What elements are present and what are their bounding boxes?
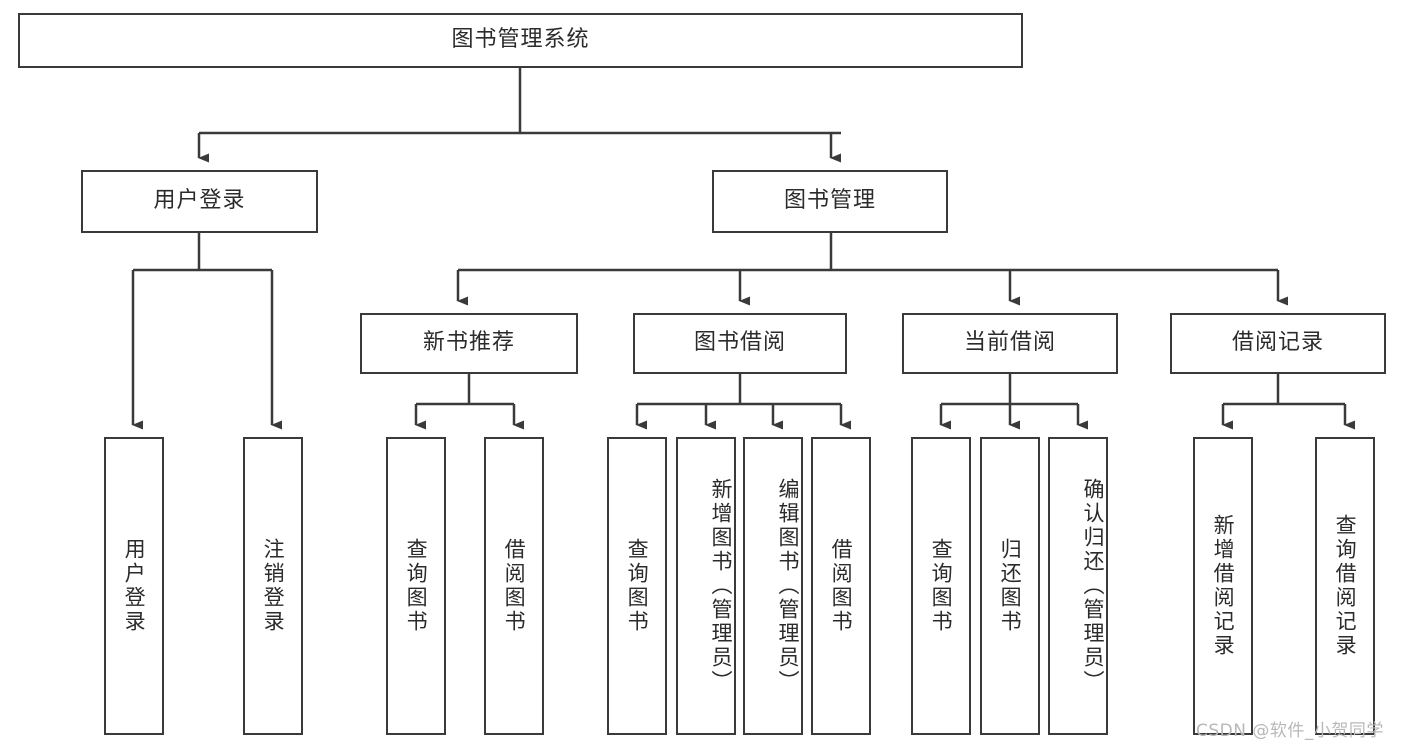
node-leaf-query-record[interactable]: 查询借阅记录 bbox=[1315, 437, 1375, 735]
node-leaf-query-book-2-label: 查询图书 bbox=[625, 538, 650, 634]
node-leaf-borrow-book-2-label: 借阅图书 bbox=[829, 538, 854, 634]
node-leaf-query-book-3-label: 查询图书 bbox=[929, 538, 954, 634]
node-leaf-logout-label: 注销登录 bbox=[261, 538, 286, 634]
node-leaf-edit-book[interactable]: 编辑图书（管理员） bbox=[743, 437, 803, 735]
node-leaf-user-login[interactable]: 用户登录 bbox=[104, 437, 164, 735]
node-leaf-add-book[interactable]: 新增图书（管理员） bbox=[676, 437, 736, 735]
node-current-borrow[interactable]: 当前借阅 bbox=[902, 313, 1118, 374]
node-leaf-query-book-3[interactable]: 查询图书 bbox=[911, 437, 971, 735]
node-book-borrow-label: 图书借阅 bbox=[693, 330, 786, 356]
node-new-book-rec-label: 新书推荐 bbox=[422, 330, 515, 356]
node-root-label: 图书管理系统 bbox=[451, 27, 590, 53]
node-leaf-confirm-return-label: 确认归还（管理员） bbox=[1081, 478, 1105, 694]
node-current-borrow-label: 当前借阅 bbox=[963, 330, 1056, 356]
node-leaf-user-login-label: 用户登录 bbox=[122, 538, 147, 634]
node-leaf-add-record[interactable]: 新增借阅记录 bbox=[1193, 437, 1253, 735]
node-leaf-logout[interactable]: 注销登录 bbox=[243, 437, 303, 735]
node-leaf-edit-book-label: 编辑图书（管理员） bbox=[776, 478, 800, 694]
node-leaf-borrow-book-1-label: 借阅图书 bbox=[502, 538, 527, 634]
node-leaf-add-record-label: 新增借阅记录 bbox=[1211, 514, 1236, 658]
node-book-borrow[interactable]: 图书借阅 bbox=[633, 313, 847, 374]
node-leaf-return-book[interactable]: 归还图书 bbox=[980, 437, 1040, 735]
watermark: CSDN @软件_小贺同学 bbox=[1196, 721, 1384, 741]
node-leaf-query-record-label: 查询借阅记录 bbox=[1333, 514, 1358, 658]
node-user-login-label: 用户登录 bbox=[153, 188, 246, 214]
node-borrow-record[interactable]: 借阅记录 bbox=[1170, 313, 1386, 374]
node-new-book-rec[interactable]: 新书推荐 bbox=[360, 313, 578, 374]
node-book-manage[interactable]: 图书管理 bbox=[712, 170, 948, 233]
node-book-manage-label: 图书管理 bbox=[783, 188, 876, 214]
node-leaf-borrow-book-2[interactable]: 借阅图书 bbox=[811, 437, 871, 735]
node-leaf-borrow-book-1[interactable]: 借阅图书 bbox=[484, 437, 544, 735]
node-user-login[interactable]: 用户登录 bbox=[81, 170, 318, 233]
node-borrow-record-label: 借阅记录 bbox=[1231, 330, 1324, 356]
node-leaf-return-book-label: 归还图书 bbox=[998, 538, 1023, 634]
node-leaf-add-book-label: 新增图书（管理员） bbox=[709, 478, 733, 694]
node-leaf-query-book-1-label: 查询图书 bbox=[404, 538, 429, 634]
node-leaf-confirm-return[interactable]: 确认归还（管理员） bbox=[1048, 437, 1108, 735]
node-leaf-query-book-1[interactable]: 查询图书 bbox=[386, 437, 446, 735]
node-leaf-query-book-2[interactable]: 查询图书 bbox=[607, 437, 667, 735]
node-root[interactable]: 图书管理系统 bbox=[18, 13, 1023, 68]
